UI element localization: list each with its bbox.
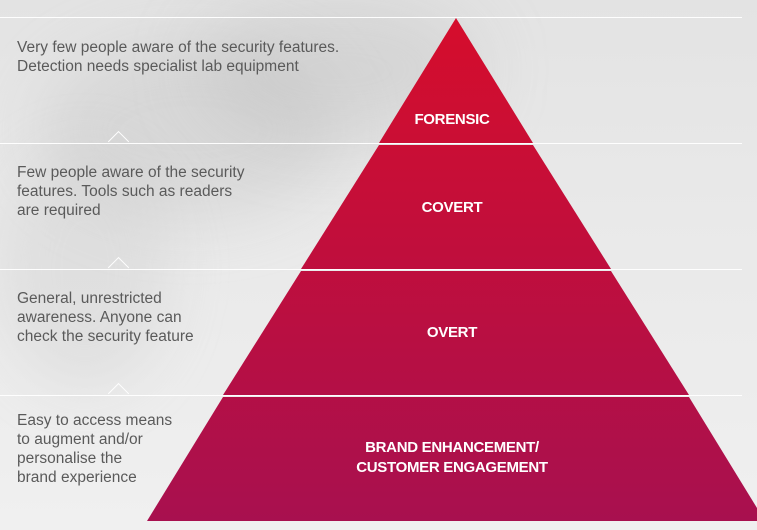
divider-line bbox=[0, 17, 742, 18]
overt-label: OVERT bbox=[427, 324, 477, 341]
background-shade bbox=[40, 40, 340, 220]
divider-line bbox=[0, 395, 742, 396]
brand-enhancement-label: BRAND ENHANCEMENT/ bbox=[365, 439, 540, 456]
divider-line bbox=[0, 143, 742, 144]
tier-overt bbox=[223, 271, 689, 395]
forensic-description: Very few people aware of the security fe… bbox=[17, 39, 340, 75]
overt-description: General, unrestricted awareness. Anyone … bbox=[17, 290, 194, 345]
tier-forensic bbox=[379, 18, 533, 143]
brand-enhancement-label-line-2: CUSTOMER ENGAGEMENT bbox=[356, 459, 548, 476]
customer-engagement-label: CUSTOMER ENGAGEMENT bbox=[356, 459, 548, 476]
brand-enhancement-description: Easy to access means to augment and/or p… bbox=[17, 412, 173, 486]
covert-description: Few people aware of the security feature… bbox=[17, 164, 245, 219]
tier-brand-enhancement bbox=[147, 397, 757, 521]
background-shade bbox=[0, 150, 170, 390]
brand-enhancement-label-line-1: BRAND ENHANCEMENT/ bbox=[365, 439, 540, 456]
covert-label: COVERT bbox=[422, 199, 483, 216]
tier-covert bbox=[301, 145, 611, 269]
forensic-label-line: FORENSIC bbox=[414, 111, 490, 128]
divider-line bbox=[0, 269, 742, 270]
overt-label-line: OVERT bbox=[427, 324, 477, 341]
forensic-label: FORENSIC bbox=[414, 111, 490, 128]
covert-label-line: COVERT bbox=[422, 199, 483, 216]
